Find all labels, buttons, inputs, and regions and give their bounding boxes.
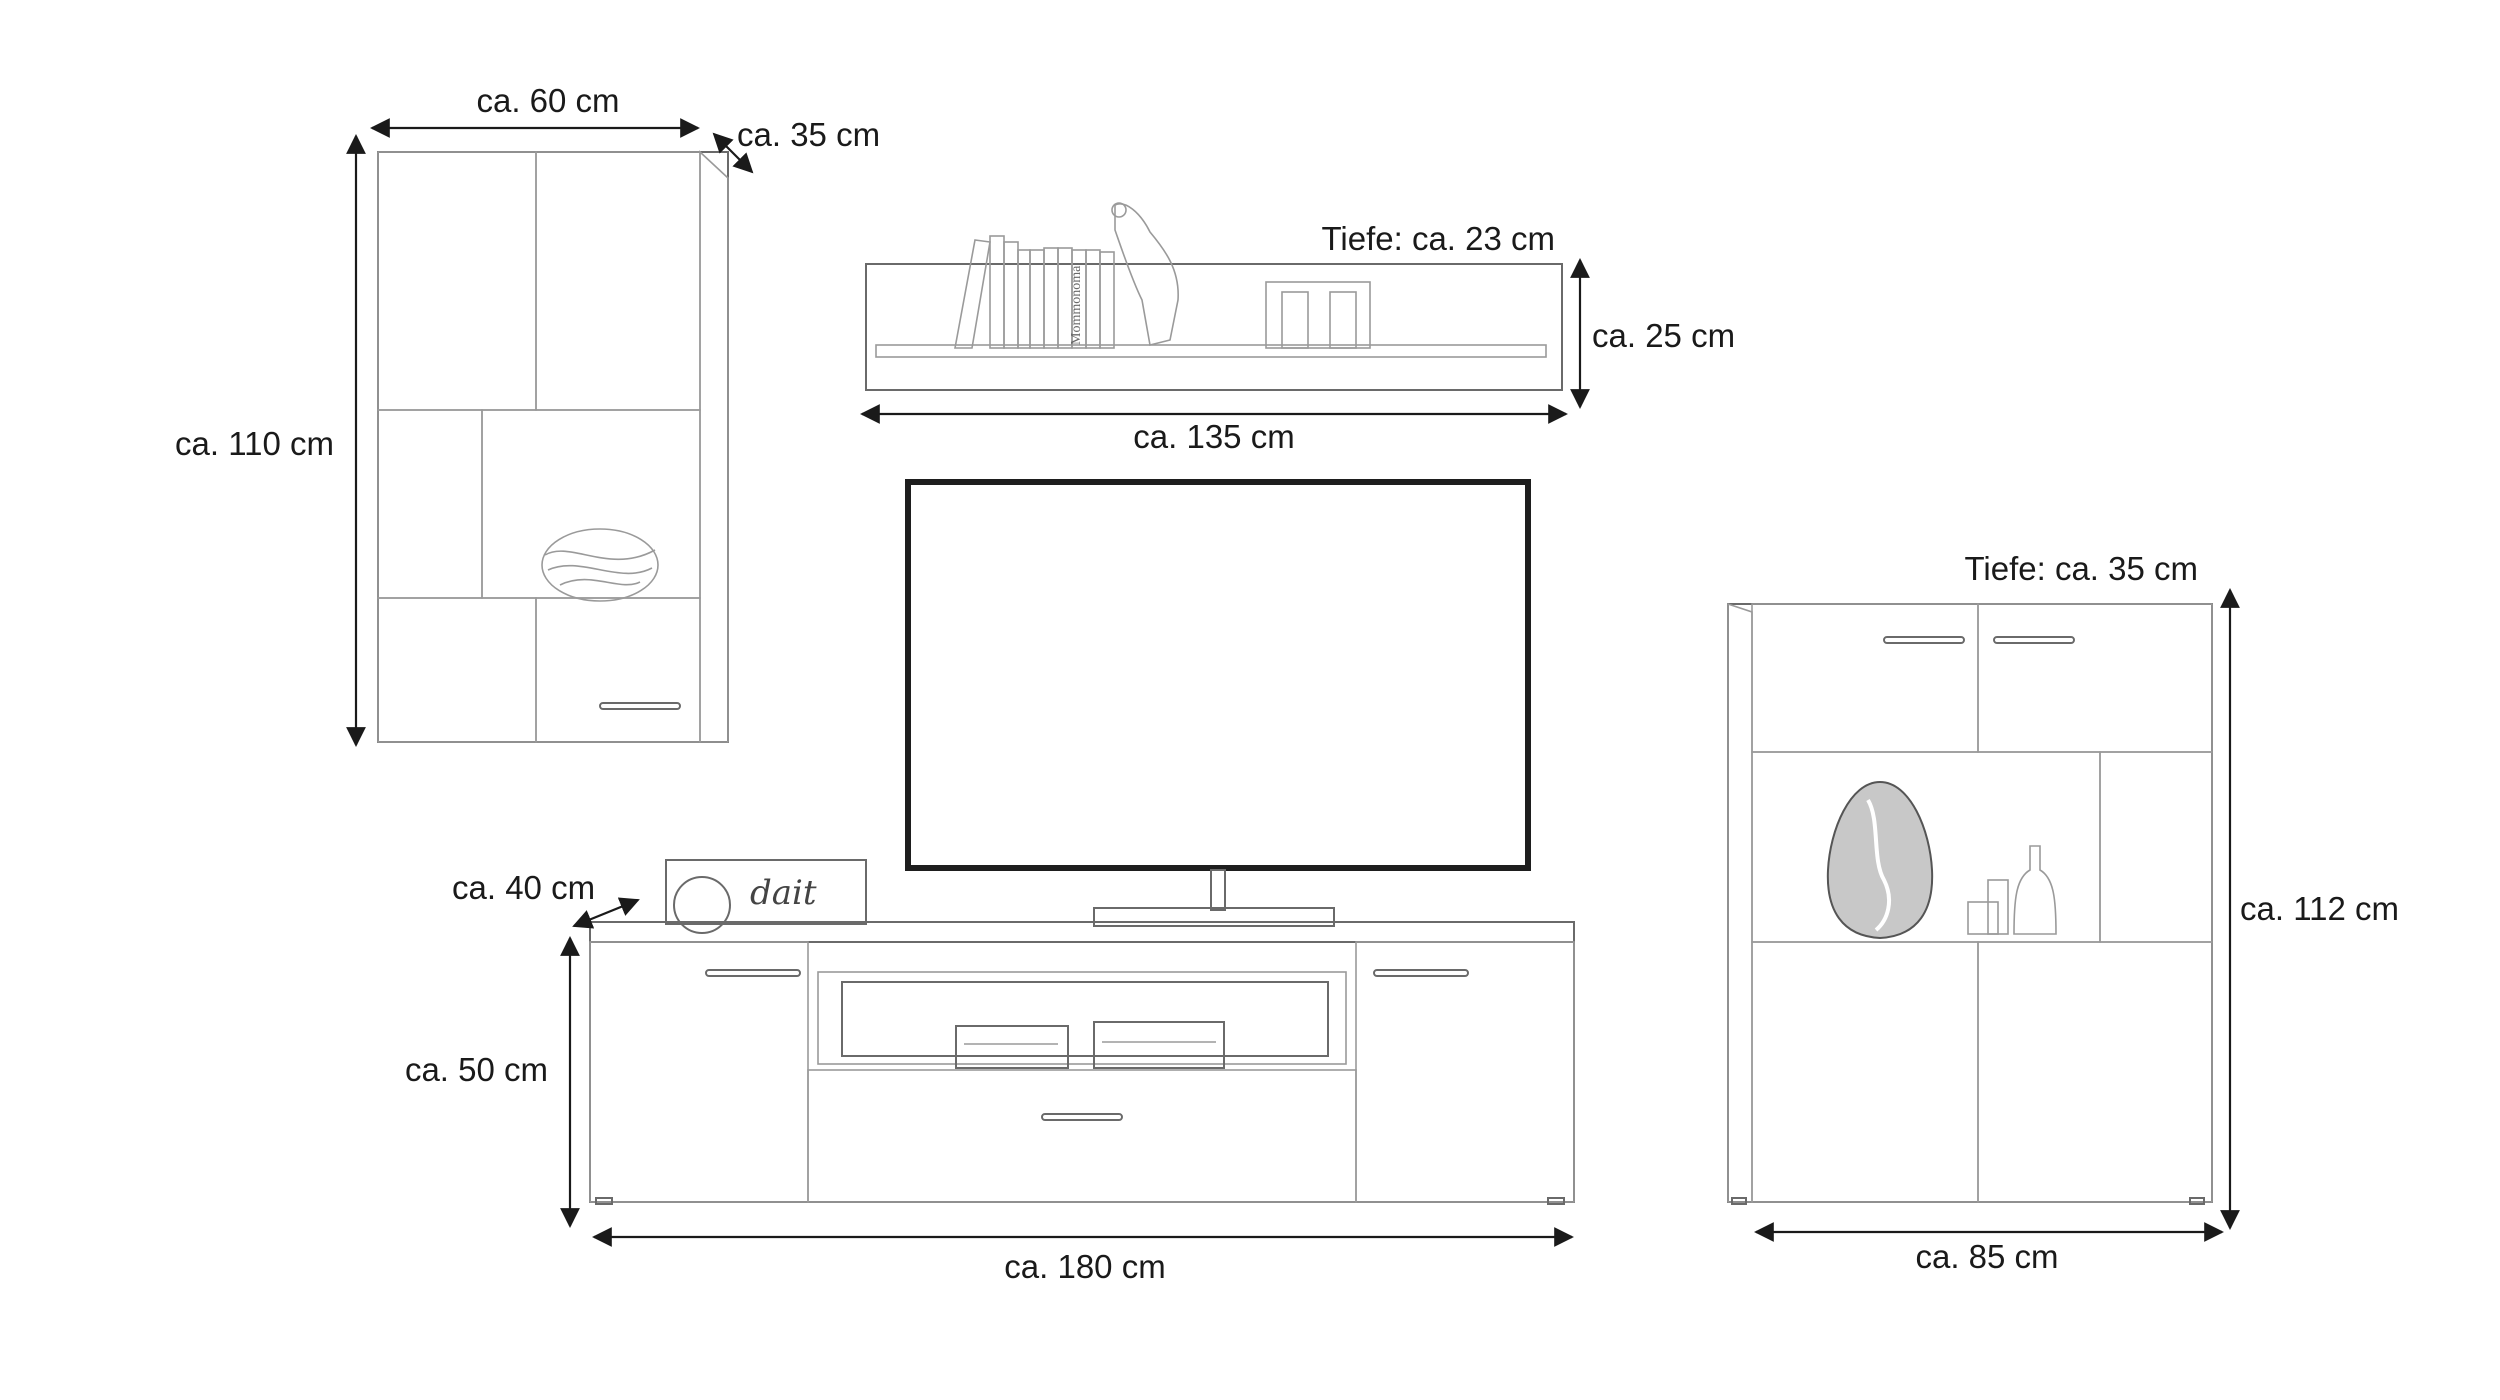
wall-shelf-depth-label: Tiefe: ca. 23 cm	[1321, 220, 1555, 257]
highboard	[1727, 602, 2213, 1205]
wall-shelf-height-label: ca. 25 cm	[1592, 317, 1735, 354]
wall-cabinet-height-label: ca. 110 cm	[175, 425, 334, 462]
wall-cabinet-depth-label: ca. 35 cm	[737, 116, 880, 153]
media-devices	[955, 1021, 1225, 1069]
decor-bowl	[541, 528, 659, 602]
wall-cabinet	[377, 150, 729, 743]
wall-cabinet-width-dimension: ca. 60 cm	[370, 82, 700, 138]
highboard-width-label: ca. 85 cm	[1915, 1238, 2058, 1275]
highboard-height-label: ca. 112 cm	[2240, 890, 2399, 927]
wall-cabinet-width-label: ca. 60 cm	[476, 82, 619, 119]
bird-figurine	[1111, 202, 1179, 346]
highboard-width-dimension: ca. 85 cm	[1754, 1222, 2224, 1275]
deco-box-text: dait	[750, 873, 817, 913]
wall-shelf: Mommonoma	[865, 202, 1563, 391]
small-bottles	[1967, 845, 2057, 935]
wall-cabinet-depth-dimension: ca. 35 cm	[712, 116, 880, 174]
wall-shelf-height-dimension: ca. 25 cm	[1570, 258, 1735, 409]
book-spine-text: Mommonoma	[1069, 265, 1084, 345]
tv-board-width-label: ca. 180 cm	[1004, 1248, 1165, 1285]
wall-cabinet-height-dimension: ca. 110 cm	[175, 134, 366, 747]
tv-board-height-dimension: ca. 50 cm	[405, 936, 580, 1228]
highboard-depth-label: Tiefe: ca. 35 cm	[1964, 550, 2198, 587]
tv-board-width-dimension: ca. 180 cm	[592, 1227, 1574, 1285]
picture-frames	[1265, 281, 1371, 349]
glass-vase	[1826, 780, 1934, 940]
television	[905, 479, 1531, 927]
tv-board-height-label: ca. 50 cm	[405, 1051, 548, 1088]
wall-shelf-width-label: ca. 135 cm	[1133, 418, 1294, 455]
wall-shelf-width-dimension: ca. 135 cm	[860, 404, 1568, 455]
tv-board: dait	[589, 859, 1575, 1205]
tv-board-depth-dimension: ca. 40 cm	[452, 869, 640, 929]
tv-board-depth-label: ca. 40 cm	[452, 869, 595, 906]
deco-box: dait	[665, 859, 867, 934]
books: Mommonoma	[954, 235, 1115, 349]
highboard-height-dimension: ca. 112 cm	[2220, 588, 2399, 1230]
